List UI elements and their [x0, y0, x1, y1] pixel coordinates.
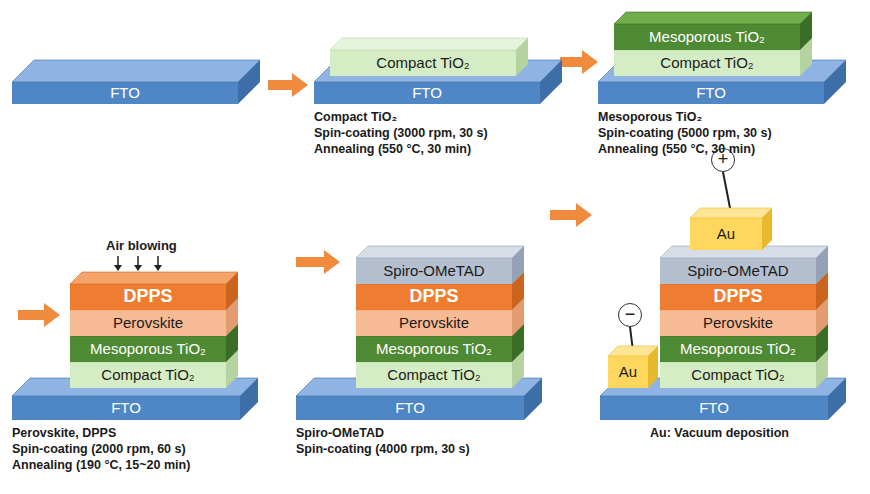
- terminal-sign: −: [625, 305, 636, 325]
- layer-label: Spiro-OMeTAD: [383, 263, 484, 280]
- mesoporous-tio2-layer: Mesoporous TiO₂: [356, 336, 512, 362]
- dpps-layer: DPPS: [356, 284, 512, 310]
- layer-label: Mesoporous TiO₂: [376, 341, 492, 358]
- layer-label: FTO: [395, 400, 425, 417]
- layer-label: Mesoporous TiO₂: [90, 341, 206, 358]
- caption-line: Spin-coating (3000 rpm, 30 s): [314, 126, 488, 141]
- layer-label: Perovskite: [703, 315, 773, 332]
- mesoporous-tio2-layer: Mesoporous TiO₂: [660, 336, 816, 362]
- fto-layer: FTO: [296, 396, 524, 420]
- compact-tio2-layer: Compact TiO₂: [70, 362, 226, 388]
- fto-layer: FTO: [12, 396, 240, 420]
- air-arrows: [114, 256, 162, 271]
- au-electrode: Au: [690, 218, 762, 250]
- layer-label: Spiro-OMeTAD: [687, 263, 788, 280]
- layer-label: Compact TiO₂: [376, 55, 469, 72]
- caption-line: Mesoporous TiO₂: [598, 110, 702, 125]
- layer-label: Compact TiO₂: [660, 55, 753, 72]
- layer-label: FTO: [696, 85, 726, 102]
- layer-label: Mesoporous TiO₂: [649, 29, 765, 46]
- fto-layer: FTO: [12, 82, 238, 104]
- caption-line: Au: Vacuum deposition: [650, 426, 789, 441]
- block-arrow: [550, 203, 592, 227]
- layer-label: FTO: [699, 400, 729, 417]
- terminal-wire: [723, 172, 731, 213]
- layer-label: FTO: [412, 85, 442, 102]
- layer-label: DPPS: [713, 287, 762, 307]
- fto-layer: FTO: [600, 396, 828, 420]
- block-arrow: [296, 250, 340, 274]
- layer-label: DPPS: [123, 287, 172, 307]
- au-electrode: Au: [608, 356, 648, 388]
- spiro-ometad-layer: Spiro-OMeTAD: [356, 258, 512, 284]
- layer-label: FTO: [110, 85, 140, 102]
- perovskite-layer: Perovskite: [356, 310, 512, 336]
- caption-line: Annealing (190 °C, 15~20 min): [12, 458, 190, 473]
- layer-label: Compact TiO₂: [101, 367, 194, 384]
- caption-line: Spin-coating (2000 rpm, 60 s): [12, 442, 186, 457]
- layer-label: Compact TiO₂: [387, 367, 480, 384]
- layer-label: Mesoporous TiO₂: [680, 341, 796, 358]
- dpps-layer: DPPS: [70, 284, 226, 310]
- perovskite-layer: Perovskite: [660, 310, 816, 336]
- caption-line: Annealing (550 °C, 30 min): [598, 142, 755, 157]
- fto-layer: FTO: [314, 82, 540, 104]
- dpps-layer: DPPS: [660, 284, 816, 310]
- layer-label: Au: [619, 364, 637, 381]
- process-note: Air blowing: [106, 238, 177, 254]
- caption-line: Spiro-OMeTAD: [296, 426, 384, 441]
- block-arrow: [18, 303, 60, 327]
- mesoporous-tio2-layer: Mesoporous TiO₂: [614, 24, 800, 50]
- caption-line: Spin-coating (5000 rpm, 30 s): [598, 126, 772, 141]
- caption-line: Annealing (550 °C, 30 min): [314, 142, 471, 157]
- spiro-ometad-layer: Spiro-OMeTAD: [660, 258, 816, 284]
- caption-line: Compact TiO₂: [314, 110, 397, 125]
- caption-line: Spin-coating (4000 rpm, 30 s): [296, 442, 470, 457]
- layer-label: Perovskite: [399, 315, 469, 332]
- fto-layer: FTO: [598, 82, 824, 104]
- layer-label: DPPS: [409, 287, 458, 307]
- compact-tio2-layer: Compact TiO₂: [614, 50, 800, 76]
- layer-label: Perovskite: [113, 315, 183, 332]
- caption-line: Perovskite, DPPS: [12, 426, 116, 441]
- perovskite-layer: Perovskite: [70, 310, 226, 336]
- layer-label: Au: [717, 226, 735, 243]
- compact-tio2-layer: Compact TiO₂: [660, 362, 816, 388]
- mesoporous-tio2-layer: Mesoporous TiO₂: [70, 336, 226, 362]
- compact-tio2-layer: Compact TiO₂: [356, 362, 512, 388]
- block-arrow: [560, 50, 598, 74]
- compact-tio2-layer: Compact TiO₂: [330, 50, 516, 76]
- layer-label: FTO: [111, 400, 141, 417]
- block-arrow: [268, 73, 308, 97]
- layer-label: Compact TiO₂: [691, 367, 784, 384]
- minus-terminal: −: [618, 303, 642, 327]
